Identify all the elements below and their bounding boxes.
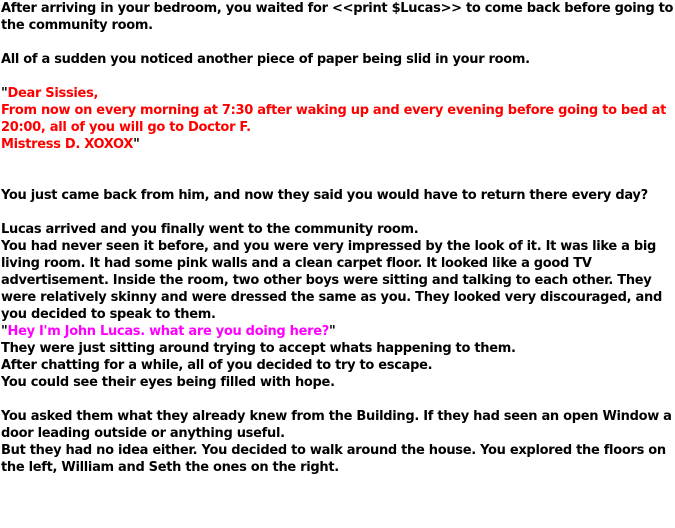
passage-paragraph-2: All of a sudden you noticed another piec… [1, 52, 530, 67]
passage-paragraph-3: You just came back from him, and now the… [1, 188, 648, 203]
passage-paragraph-5: You had never seen it before, and you we… [1, 239, 662, 322]
passage-paragraph-10: But they had no idea either. You decided… [1, 443, 666, 475]
paragraph-spacer [1, 153, 675, 187]
note-letter: "Dear Sissies, From now on every morning… [1, 85, 675, 153]
paragraph-spacer [1, 391, 675, 408]
dialogue-open-quote: " [1, 324, 8, 339]
paragraph-spacer [1, 34, 675, 51]
letter-signature: Mistress D. XOXOX [1, 137, 134, 152]
dialogue-line: "Hey I'm John Lucas. what are you doing … [1, 323, 675, 340]
paragraph-spacer [1, 68, 675, 85]
letter-open-quote: " [1, 86, 8, 101]
passage-paragraph-9: You asked them what they already knew fr… [1, 409, 672, 441]
passage-paragraph-8: You could see their eyes being filled wi… [1, 375, 335, 390]
letter-close-quote: " [133, 137, 140, 152]
passage-paragraph-6: They were just sitting around trying to … [1, 341, 516, 356]
paragraph-spacer [1, 204, 675, 221]
passage-paragraph-4: Lucas arrived and you finally went to th… [1, 222, 419, 237]
passage-paragraph-7: After chatting for a while, all of you d… [1, 358, 433, 373]
dialogue-close-quote: " [329, 324, 336, 339]
story-passage: After arriving in your bedroom, you wait… [1, 1, 675, 475]
passage-paragraph-1: After arriving in your bedroom, you wait… [1, 1, 674, 33]
dialogue-text: Hey I'm John Lucas. what are you doing h… [7, 324, 330, 339]
letter-body: From now on every morning at 7:30 after … [1, 103, 667, 135]
letter-salutation-line: "Dear Sissies, [1, 85, 675, 102]
letter-salutation: Dear Sissies, [7, 86, 99, 101]
letter-signature-line: Mistress D. XOXOX" [1, 136, 675, 153]
